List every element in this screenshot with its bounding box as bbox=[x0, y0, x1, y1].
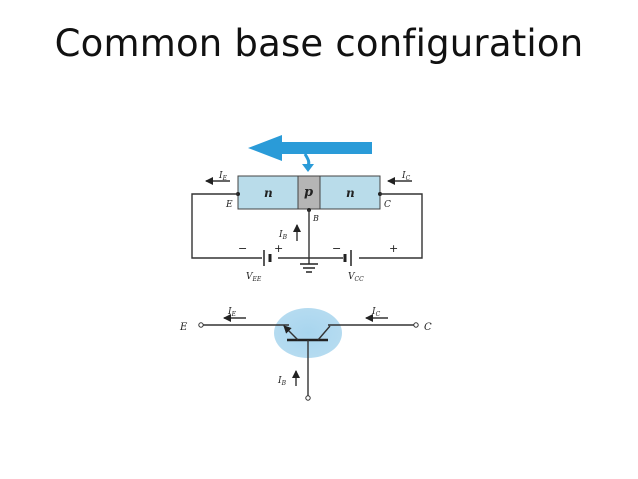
c-terminal-label: C bbox=[384, 200, 391, 210]
b-terminal-label: B bbox=[312, 214, 319, 223]
electron-flow-arrow-icon bbox=[248, 135, 372, 172]
vcc-label: VCC bbox=[348, 272, 364, 283]
symbol-ib-label: IB bbox=[277, 376, 287, 387]
ie-label: IE bbox=[218, 171, 228, 182]
ic-label: IC bbox=[401, 171, 411, 182]
symbol-ie-label: IE bbox=[227, 307, 237, 318]
vee-minus: − bbox=[238, 242, 247, 255]
symbol-c-terminal-label: C bbox=[424, 322, 432, 333]
pnp-transistor-block: n p n bbox=[237, 175, 381, 210]
vee-label: VEE bbox=[246, 272, 262, 283]
bjt-common-base-diagram: n p n IE IC E C B IB − + VEE − + VCC bbox=[179, 135, 432, 401]
e-terminal-label: E bbox=[225, 200, 233, 210]
n-region-emitter bbox=[237, 175, 299, 210]
transistor-symbol bbox=[198, 308, 419, 401]
symbol-e-terminal-label: E bbox=[179, 322, 188, 333]
transistor-glow bbox=[274, 308, 342, 358]
symbol-ic-label: IC bbox=[371, 307, 381, 318]
circuit-wires bbox=[191, 193, 423, 264]
vee-battery-icon bbox=[263, 250, 272, 266]
emitter-arrow-icon bbox=[283, 325, 299, 341]
n-region-collector bbox=[319, 175, 381, 210]
vcc-battery-icon bbox=[343, 250, 352, 266]
region-label-right: n bbox=[346, 186, 355, 200]
region-label-mid: p bbox=[304, 185, 313, 200]
vcc-plus: + bbox=[389, 242, 398, 255]
ground-icon bbox=[300, 263, 318, 273]
region-label-left: n bbox=[264, 186, 273, 200]
ib-label: IB bbox=[278, 230, 288, 241]
vee-plus: + bbox=[274, 242, 283, 255]
vcc-minus: − bbox=[332, 242, 341, 255]
slide-title: Common base configuration bbox=[54, 22, 584, 65]
